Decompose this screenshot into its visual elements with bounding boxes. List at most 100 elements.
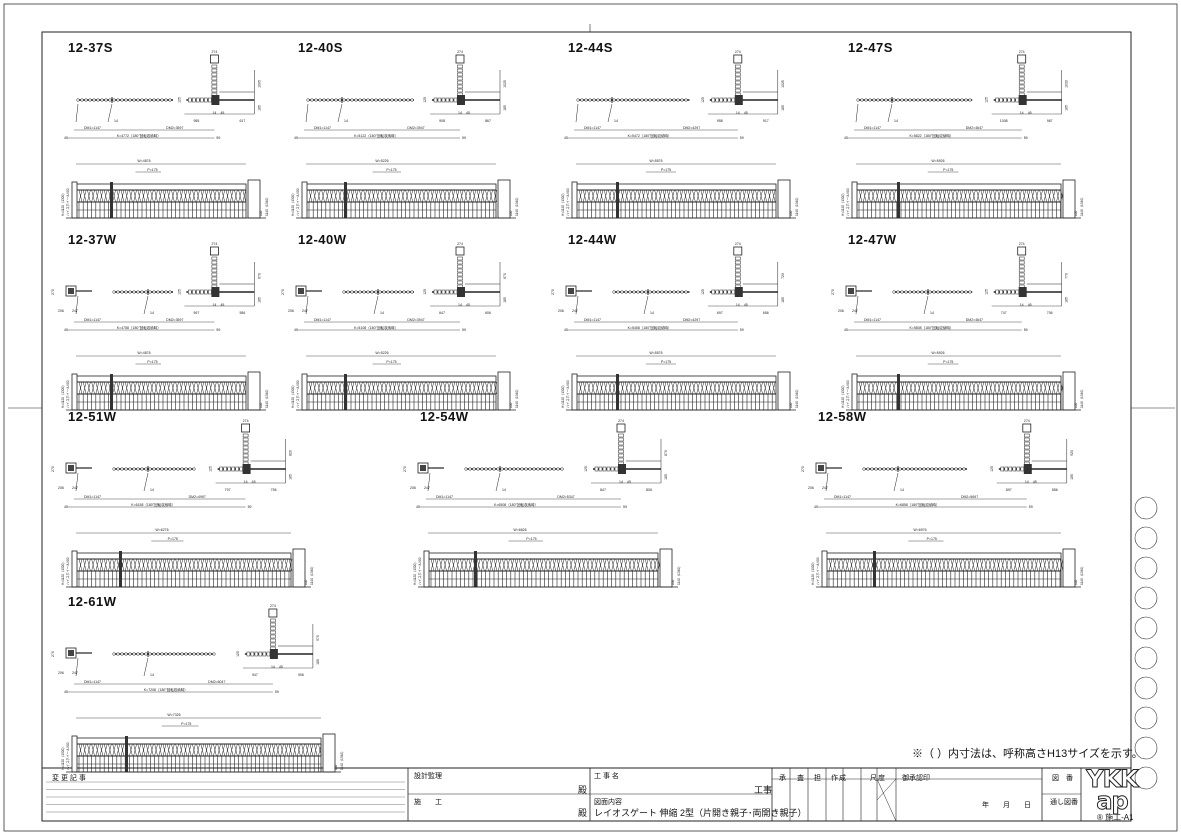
dim-12-58W-h2: ハイスホイール900 [815,557,820,585]
dim-12-37W-d4: 14 [212,303,216,307]
check-2: 査 [797,775,804,782]
dim-12-47W-k: K=5808（180°回転収納時） [909,325,953,330]
dim-12-58W-vert: 920 [1070,450,1074,456]
dim-12-37W-vert: 670 [257,273,261,279]
dim-12-47S-dm1: DM1=1147 [864,126,881,130]
dim-12-44W-r: 1140（1340） [794,388,799,408]
dim-12-37W-59: 59 [216,328,220,332]
dim-12-47W-d5: 45 [1028,303,1032,307]
dim-12-54W-a: 206 [410,486,416,490]
drawing-id-12-51W: 12-51W [68,409,117,424]
dim-12-40S-b: 100 [509,210,513,216]
dim-12-40S-k: K=5122（180°回転収納時） [354,133,398,138]
dim-12-37W-125: 125 [177,289,181,295]
dono-1: 殿 [578,785,588,795]
dim-12-37S-59: 59 [216,136,220,140]
dim-12-40W-h: 270 [281,289,285,295]
dim-12-61W-d4: 14 [271,665,275,669]
binding-hole [1134,616,1158,640]
dim-12-44S-dm2: DM2=4297 [683,126,700,130]
dim-12-40W-dm1: DM1=1147 [314,318,331,322]
dim-12-47S-w: W=5926 [931,159,944,163]
dim-12-61W-k: K=7208（180°回転収納時） [144,687,188,692]
dim-12-40S-vert: 1025 [503,80,507,88]
binding-hole [1134,526,1158,550]
dim-12-51W-185: 185 [289,474,293,480]
dim-12-47S-d4: 14 [1020,111,1024,115]
dim-12-47W-vert: 770 [1065,273,1069,279]
binding-hole [1134,706,1158,730]
dim-12-44S-h: H=1120（1320） [560,192,565,216]
dim-12-44S-d6: 917 [763,119,769,123]
dim-12-58W-125: 125 [990,466,994,472]
dim-12-54W-185: 185 [664,474,668,480]
dim-12-51W-top: 274 [243,419,249,423]
dim-12-54W-d6: 806 [646,488,652,492]
title-block [41,767,1132,822]
dim-12-37S-d4: 14 [212,111,216,115]
dim-12-61W-w: W=7326 [167,713,180,717]
dim-12-54W-vert: 870 [664,450,668,456]
dim-12-54W-h: H=1120（1320） [412,561,417,585]
serial-label: 通し図番 [1050,799,1078,806]
dim-12-37W-p: P=175 [147,360,157,364]
dim-12-61W-59: 59 [275,690,279,694]
dim-12-44W-14: 14 [650,311,654,315]
dim-12-40S-45: 45 [294,136,298,140]
dim-12-44S-r: 1140（1340） [794,196,799,216]
dim-12-61W-h: H=1120（1320） [60,746,65,770]
dim-12-54W-k: K=6508（180°回転収納時） [494,502,538,507]
dim-12-40S-125: 125 [423,97,427,103]
dim-12-51W-dm1: DM1=1147 [84,495,101,499]
dim-12-37W-h: H=1120（1320） [60,384,65,408]
dim-12-44W-d6: 656 [763,311,769,315]
dim-12-51W-h: H=1120（1320） [60,561,65,585]
dim-12-47W-d6: 706 [1047,311,1053,315]
dim-12-61W-h: 270 [51,651,55,657]
dim-12-54W-14: 14 [502,488,506,492]
dim-12-40W-d6: 606 [485,311,491,315]
dim-12-58W-b: 100 [1074,579,1078,585]
dim-12-40S-185: 185 [503,105,507,111]
dim-12-47S-h2: ハイスホイール900 [845,188,850,216]
dim-12-54W-45: 45 [416,505,420,509]
dim-12-51W-14: 14 [150,488,154,492]
dim-12-44S-59: 59 [740,136,744,140]
dim-12-58W-p: P=175 [927,537,937,541]
dim-12-47S-vert: 1033 [1065,80,1069,88]
drawing-id-12-37W: 12-37W [68,232,117,247]
dim-12-40S-59: 59 [462,136,466,140]
dim-12-37S-dm2: DM2=3597 [166,126,183,130]
dim-12-44W-125: 125 [701,289,705,295]
dim-12-37W-d6: 556 [239,311,245,315]
dim-12-40W-14: 14 [380,311,384,315]
binding-hole [1134,646,1158,670]
dim-12-47W-59: 59 [1024,328,1028,332]
project-label: 工 事 名 [594,773,619,780]
dim-12-47S-d6: 967 [1047,119,1053,123]
dim-12-54W-d3: 847 [600,488,606,492]
dim-12-44S-d4: 14 [736,111,740,115]
dim-12-37W-b: 100 [259,402,263,408]
dono-2: 殿 [578,808,588,818]
dim-12-61W-125: 125 [236,651,240,657]
check-6: 尺 [870,775,877,782]
dim-12-44S-dm1: DM1=1147 [584,126,601,130]
dim-12-54W-d4: 14 [619,480,623,484]
dim-12-58W-d5: 45 [1033,480,1037,484]
check-4: 作 [831,775,838,782]
dim-12-47S-r: 1140（1340） [1079,196,1084,216]
dim-12-40W-a: 206 [288,309,294,313]
dim-12-61W-p: P=175 [181,722,191,726]
sheet-number: ® 施工-A1 [1097,813,1134,822]
dim-12-37S-b: 100 [259,210,263,216]
dim-12-51W-vert: 820 [289,450,293,456]
dim-12-58W-b: 247 [822,486,828,490]
dim-12-58W-d6: 856 [1052,488,1058,492]
dim-12-51W-45: 45 [64,505,68,509]
dim-12-44S-d3: 958 [717,119,723,123]
construction-label: 施 工 [414,799,442,806]
